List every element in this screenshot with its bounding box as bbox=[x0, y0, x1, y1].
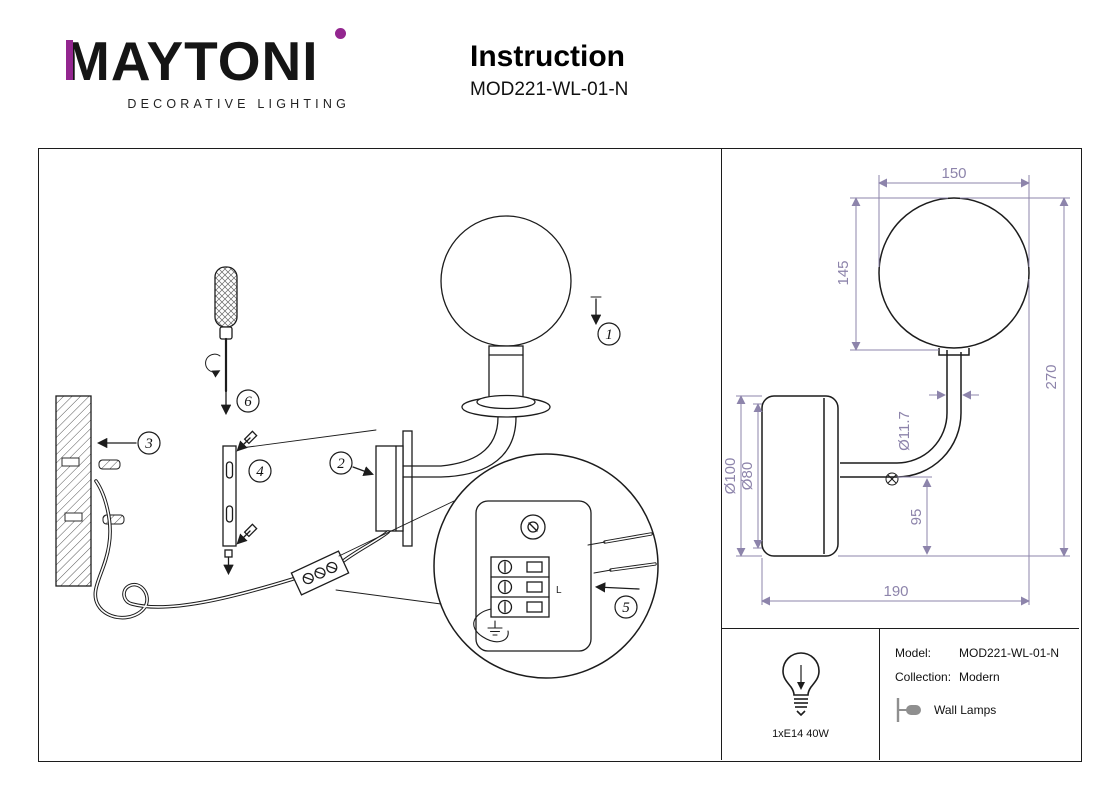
callout-6-number: 6 bbox=[244, 394, 252, 410]
page-title: Instruction bbox=[470, 40, 625, 73]
zoom-cone-line-top bbox=[338, 500, 455, 557]
logo-accent-bar bbox=[66, 40, 73, 80]
lamp-side-view bbox=[761, 197, 1030, 557]
callout-6: 6 bbox=[236, 389, 260, 413]
alignment-line bbox=[240, 429, 377, 449]
callout-3: 3 bbox=[137, 431, 161, 455]
callout-5: 5 bbox=[614, 595, 638, 619]
dim-total-depth: 190 bbox=[883, 583, 908, 600]
brand-name: MAYTONI bbox=[64, 28, 350, 89]
junction-box-detail bbox=[473, 500, 657, 652]
spec-row: 1xE14 40W Model: MOD221-WL-01-N Collecti… bbox=[722, 628, 1079, 760]
keyhole-icon bbox=[520, 514, 546, 540]
dim-globe-width: 150 bbox=[941, 165, 966, 182]
dimension-drawing: 150 145 270 Ø100 Ø80 Ø11.7 95 190 bbox=[722, 165, 1070, 606]
bracket-screw-top-icon bbox=[236, 430, 258, 452]
dimension-lines bbox=[736, 175, 1070, 606]
arrow-to-canopy bbox=[352, 466, 374, 477]
screw-center-mark-icon bbox=[885, 472, 899, 486]
terminal-strip bbox=[490, 556, 550, 618]
dim-base-inner: Ø80 bbox=[739, 462, 756, 490]
wall-section bbox=[55, 395, 92, 587]
model-value: MOD221-WL-01-N bbox=[959, 646, 1060, 660]
instruction-frame: 1 2 3 4 5 bbox=[38, 148, 1082, 762]
power-cable bbox=[93, 479, 390, 620]
dim-arm-diameter: Ø11.7 bbox=[896, 411, 913, 451]
wire-loop bbox=[473, 608, 509, 643]
assembly-area: 1 2 3 4 5 bbox=[39, 149, 721, 760]
collection-value: Modern bbox=[959, 670, 1000, 684]
callout-4-number: 4 bbox=[256, 464, 264, 480]
dim-base-outer: Ø100 bbox=[722, 458, 739, 495]
product-info-cell: Model: MOD221-WL-01-N Collection: Modern… bbox=[880, 629, 1079, 760]
dimension-labels: 150 145 270 Ø100 Ø80 Ø11.7 95 190 bbox=[722, 165, 1060, 600]
collection-label: Collection: bbox=[895, 670, 952, 684]
brand-subtitle: DECORATIVE LIGHTING bbox=[127, 97, 350, 111]
canopy bbox=[375, 430, 413, 547]
arrow-cable-insert bbox=[594, 582, 640, 593]
glass-pin-mark bbox=[590, 296, 602, 326]
dim-total-height: 270 bbox=[1043, 364, 1060, 389]
bracket-screw-bottom-icon bbox=[236, 523, 258, 545]
callout-2: 2 bbox=[329, 451, 353, 475]
document-title-block: Instruction MOD221-WL-01-N bbox=[470, 40, 628, 101]
callout-5-number: 5 bbox=[622, 600, 630, 616]
brand-logo: MAYTONI DECORATIVE LIGHTING bbox=[64, 28, 350, 111]
brand-name-text: MAYTONI bbox=[64, 30, 319, 92]
lamp-assembly bbox=[402, 215, 572, 478]
right-panel: 150 145 270 Ø100 Ø80 Ø11.7 95 190 bbox=[721, 149, 1080, 760]
callout-4: 4 bbox=[248, 459, 272, 483]
dim-globe-height: 145 bbox=[835, 260, 852, 285]
bulb-spec-label: 1xE14 40W bbox=[772, 728, 829, 740]
bulb-icon bbox=[781, 652, 820, 717]
ground-symbol-icon bbox=[487, 620, 503, 636]
callout-1: 1 bbox=[597, 322, 621, 346]
terminal-l-label: L bbox=[556, 585, 562, 596]
terminal-block-small bbox=[290, 550, 350, 596]
category-row: Wall Lamps bbox=[895, 697, 1079, 723]
dim-arm-offset: 95 bbox=[908, 509, 925, 526]
bracket-screw-below-icon bbox=[223, 549, 234, 576]
incoming-cables bbox=[587, 532, 657, 574]
callouts: 1 2 3 4 5 bbox=[137, 322, 638, 619]
callout-3-number: 3 bbox=[144, 436, 153, 452]
callout-2-number: 2 bbox=[337, 456, 345, 472]
assembly-diagram: 1 2 3 4 5 bbox=[55, 215, 659, 679]
mounting-bracket bbox=[222, 445, 237, 547]
zoom-cone-line-bottom bbox=[335, 589, 442, 605]
model-row: Model: MOD221-WL-01-N bbox=[895, 646, 1079, 660]
category-value: Wall Lamps bbox=[934, 703, 997, 717]
dimension-area: 150 145 270 Ø100 Ø80 Ø11.7 95 190 bbox=[722, 149, 1079, 628]
logo-dot-icon bbox=[335, 28, 346, 39]
screwdriver-icon bbox=[205, 266, 238, 416]
bulb-spec-cell: 1xE14 40W bbox=[722, 629, 880, 760]
collection-row: Collection: Modern bbox=[895, 670, 1079, 684]
callout-1-number: 1 bbox=[605, 327, 613, 343]
model-code: MOD221-WL-01-N bbox=[470, 79, 629, 100]
model-label: Model: bbox=[895, 646, 932, 660]
wall-lamp-icon bbox=[896, 698, 921, 722]
